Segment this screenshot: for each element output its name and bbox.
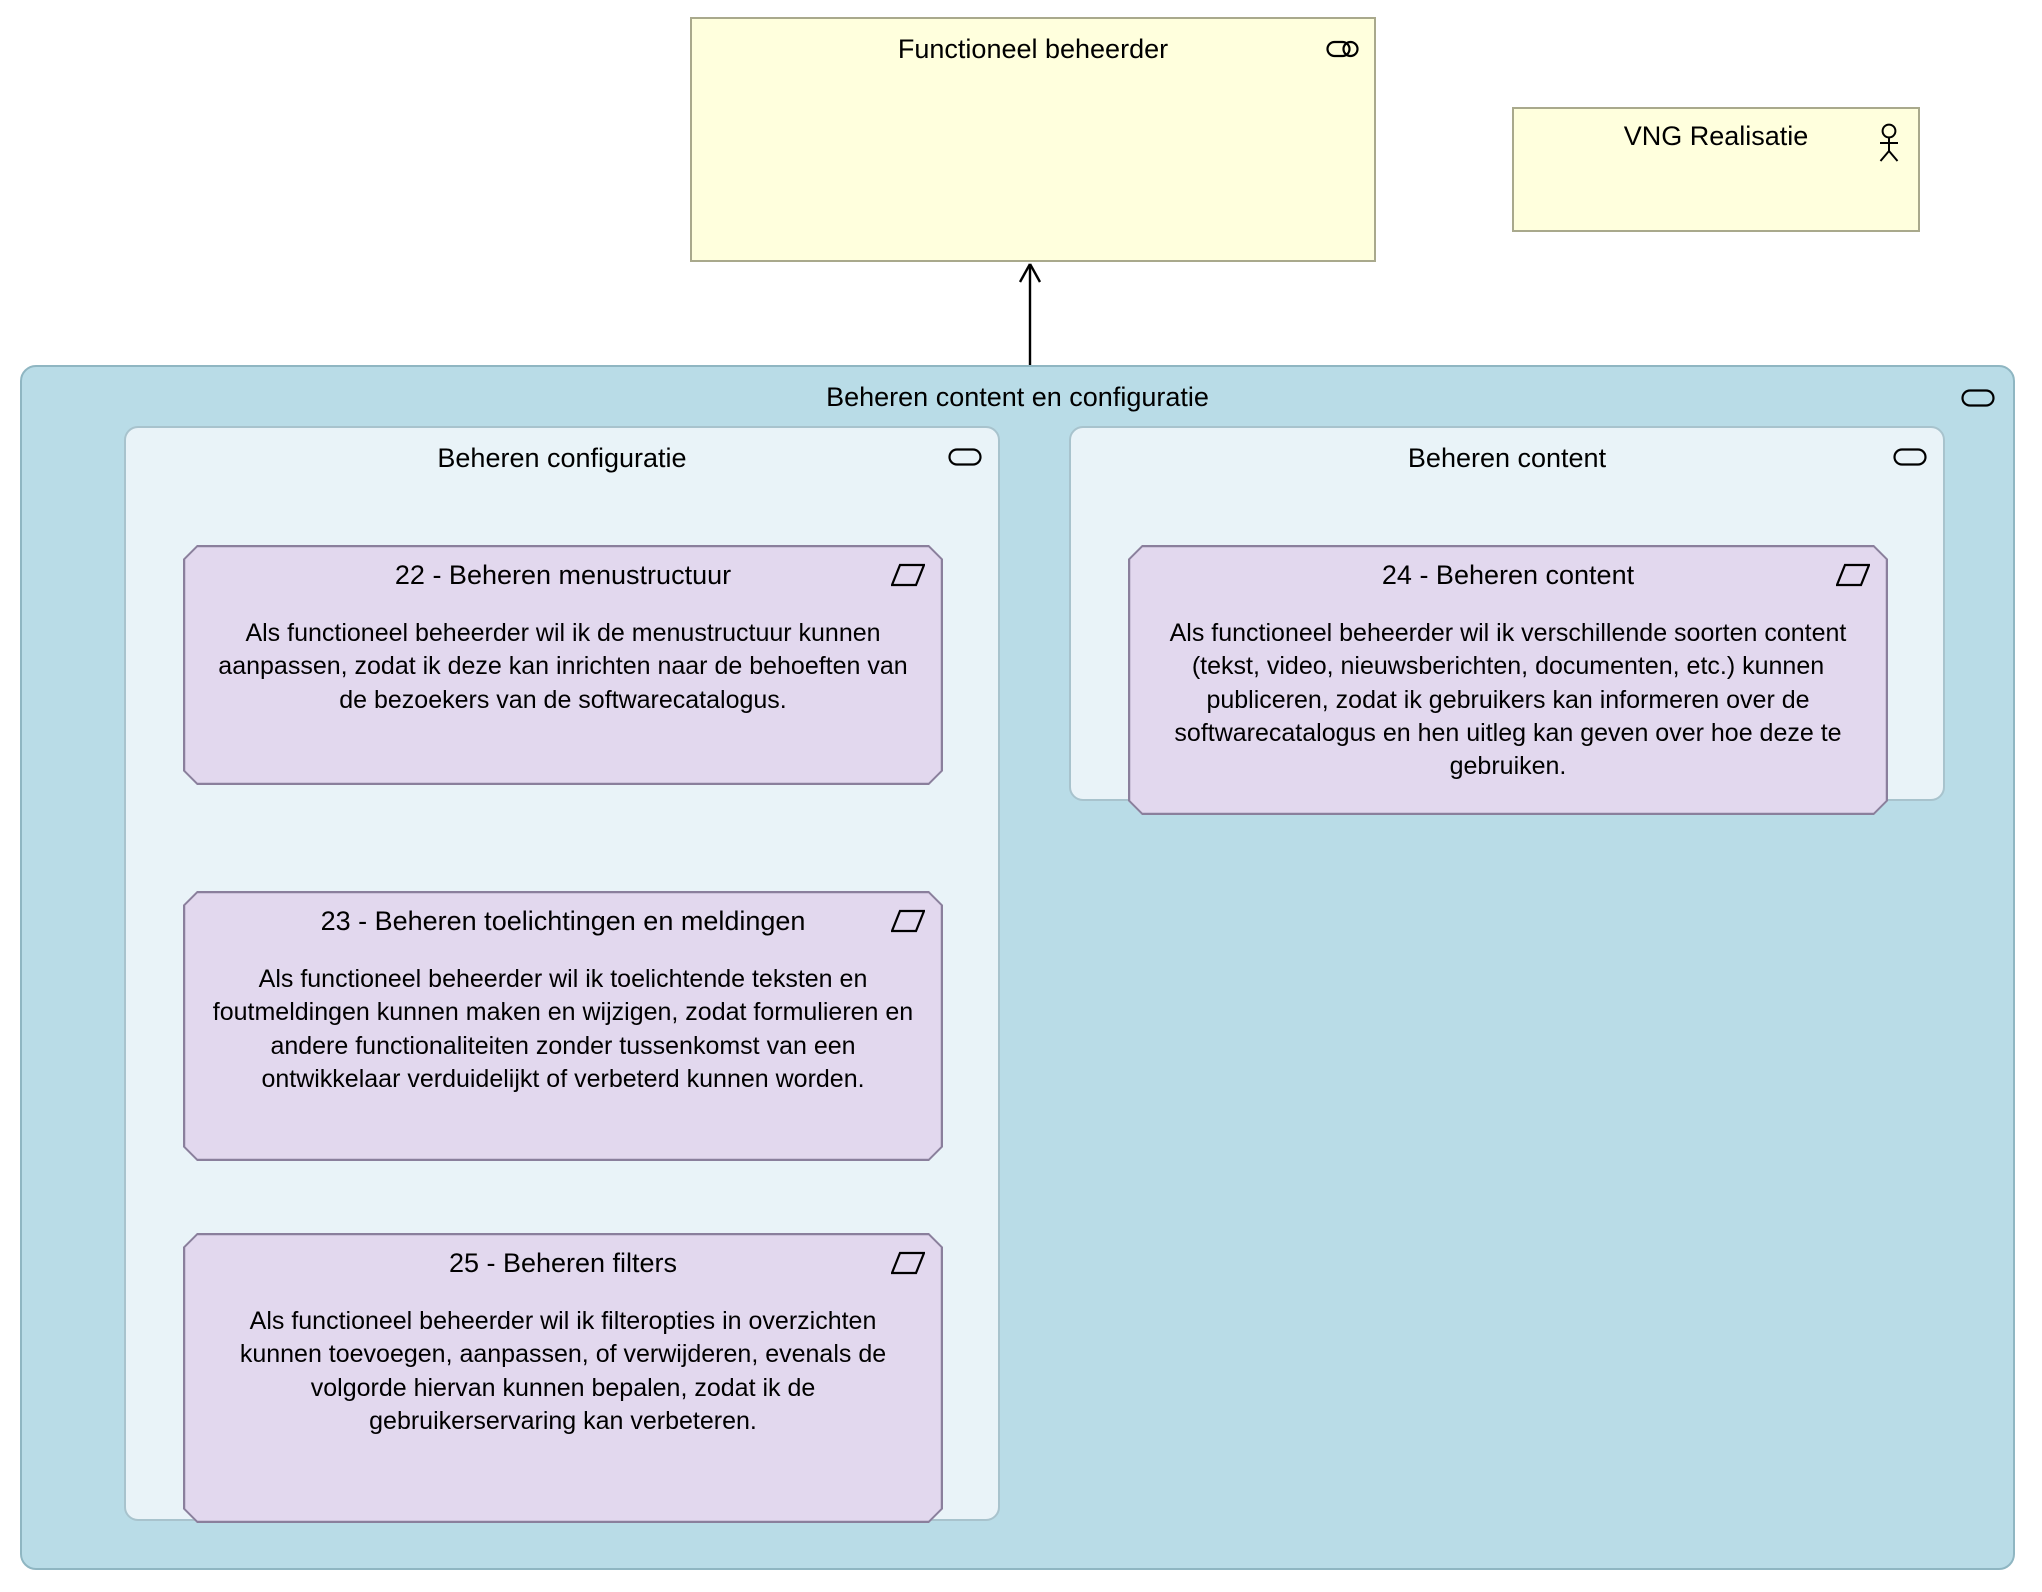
requirement-body: Als functioneel beheerder wil ik verschi…: [1169, 619, 1847, 780]
requirement-23[interactable]: 23 - Beheren toelichtingen en meldingen …: [183, 891, 943, 1161]
grouping-beheren-configuratie[interactable]: Beheren configuratie 22 - Beheren menust…: [124, 426, 1000, 1521]
grouping-label: Beheren configuratie: [437, 443, 687, 473]
business-actor-vng-realisatie[interactable]: VNG Realisatie: [1512, 107, 1920, 232]
requirement-title: 25 - Beheren filters: [448, 1248, 678, 1278]
grouping-icon: [1961, 389, 1995, 407]
requirement-icon: [891, 563, 925, 587]
business-role-functioneel-beheerder[interactable]: Functioneel beheerder VNG Realisatie: [690, 17, 1920, 262]
business-role-label: Functioneel beheerder: [897, 34, 1169, 64]
realization-arrow: [1018, 263, 1042, 368]
requirement-title: 22 - Beheren menustructuur: [394, 560, 732, 590]
requirement-icon: [891, 1251, 925, 1275]
requirement-title: 23 - Beheren toelichtingen en meldingen: [320, 906, 806, 936]
requirement-outline: [1128, 545, 1888, 815]
requirement-outline: [183, 545, 943, 785]
requirement-24[interactable]: 24 - Beheren content Als functioneel beh…: [1128, 545, 1888, 815]
grouping-label: Beheren content en configuratie: [826, 382, 1209, 412]
grouping-icon: [1893, 448, 1927, 466]
business-actor-label: VNG Realisatie: [1623, 121, 1809, 151]
requirement-outline: [183, 1233, 943, 1523]
grouping-beheren-content-en-configuratie[interactable]: Beheren content en configuratie Beheren …: [20, 365, 2015, 1570]
requirement-icon: [891, 909, 925, 933]
requirement-body: Als functioneel beheerder wil ik de menu…: [218, 619, 908, 714]
grouping-label: Beheren content: [1407, 443, 1607, 473]
requirement-body: Als functioneel beheerder wil ik filtero…: [239, 1307, 887, 1435]
requirement-25[interactable]: 25 - Beheren filters Als functioneel beh…: [183, 1233, 943, 1523]
requirement-body: Als functioneel beheerder wil ik toelich…: [212, 965, 914, 1093]
requirement-icon: [1836, 563, 1870, 587]
requirement-title: 24 - Beheren content: [1381, 560, 1635, 590]
grouping-icon: [948, 448, 982, 466]
business-role-icon: [1326, 40, 1359, 58]
requirement-outline: [183, 891, 943, 1161]
grouping-beheren-content[interactable]: Beheren content 24 - Beheren content Als…: [1069, 426, 1945, 801]
requirement-22[interactable]: 22 - Beheren menustructuur Als functione…: [183, 545, 943, 785]
business-actor-icon: [1879, 123, 1899, 162]
